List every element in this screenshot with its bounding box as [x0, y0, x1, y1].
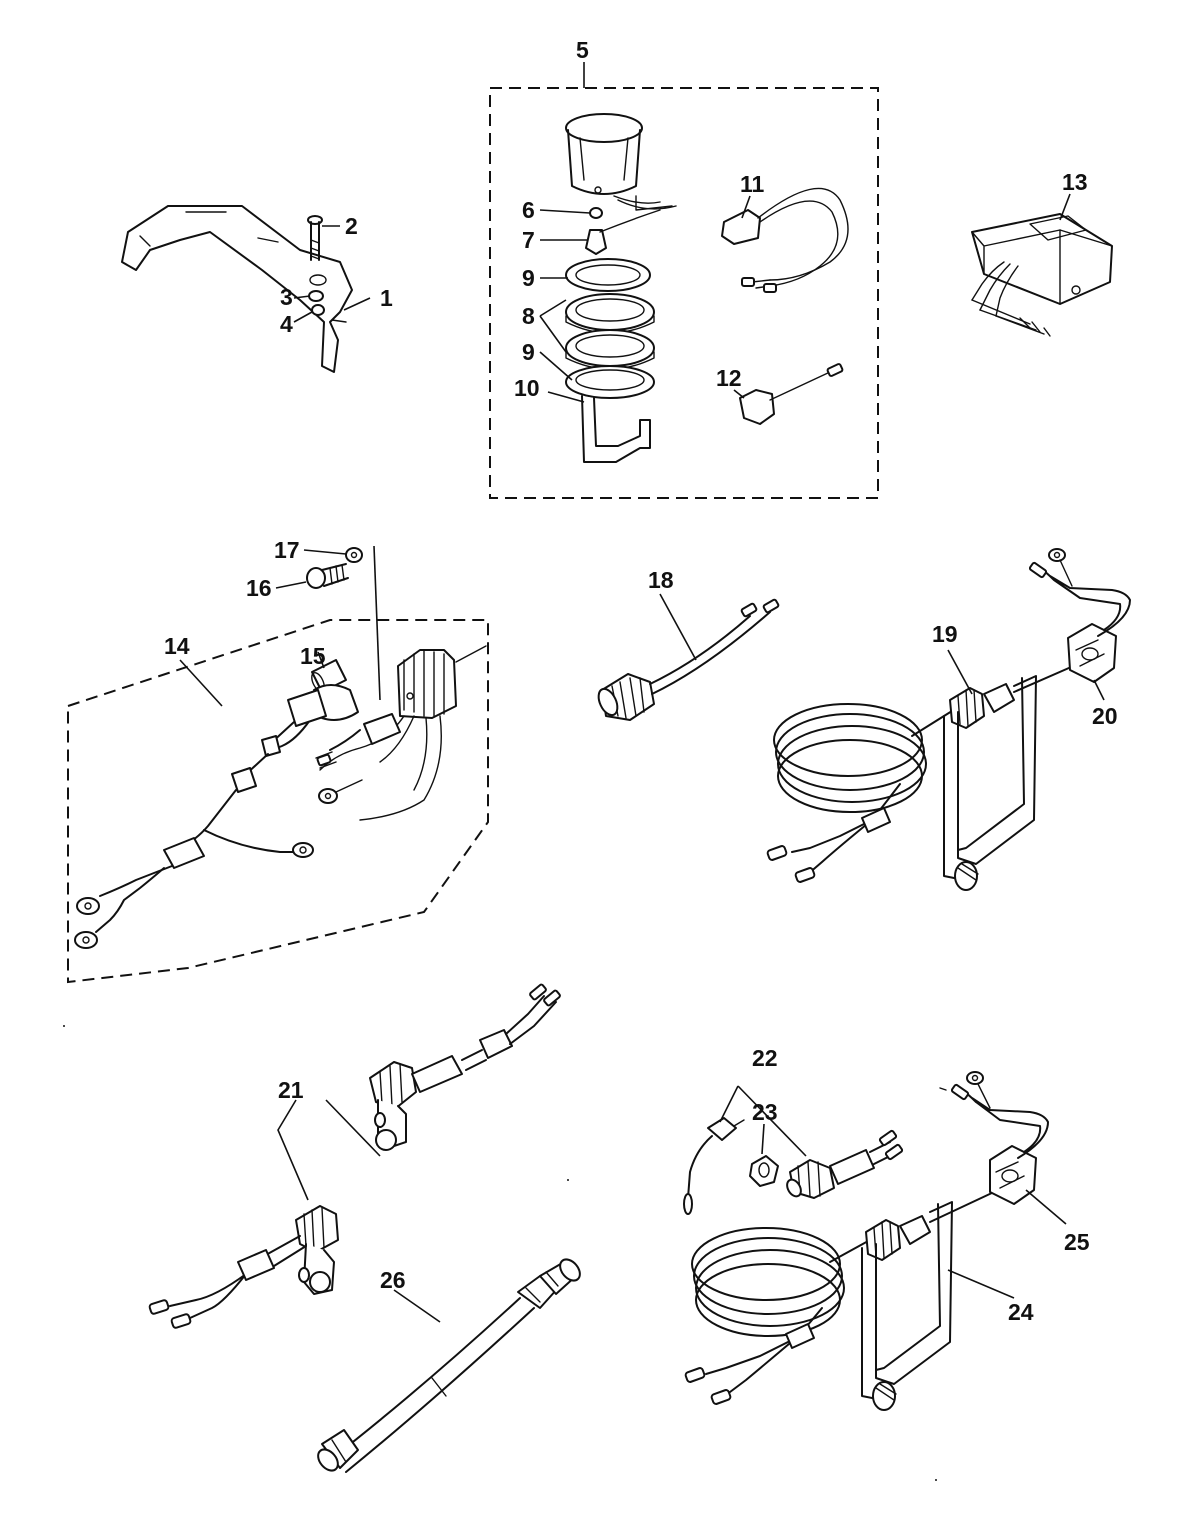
gauge: [565, 113, 677, 211]
cable-to-grommet: [1013, 663, 1079, 693]
callout-16: 16: [246, 575, 272, 601]
callout-23: 23: [752, 1099, 778, 1125]
sender-12: [739, 363, 844, 425]
leader-21: [277, 1099, 381, 1201]
gauge-bracket: [581, 395, 651, 463]
coiled-cable-24: [684, 1227, 871, 1405]
washer: [308, 290, 324, 302]
rectifier-harness: [74, 645, 487, 949]
callout-17: 17: [274, 537, 300, 563]
gasket-ring-lower: [565, 365, 655, 399]
screw-16: [306, 563, 349, 589]
callout-11: 11: [740, 171, 765, 197]
callout-6: 6: [522, 197, 535, 223]
wiring-harness-11: [721, 187, 849, 293]
callout-9b: 9: [522, 339, 535, 365]
cap-23: [749, 1155, 779, 1187]
callout-9a: 9: [522, 265, 535, 291]
bulb: [589, 207, 603, 219]
kit-14-dashed-area: [67, 619, 489, 984]
callout-7: 7: [522, 227, 535, 253]
callout-8: 8: [522, 303, 535, 329]
callout-12: 12: [716, 365, 742, 391]
control-module: [971, 213, 1113, 337]
speck: [63, 1025, 65, 1027]
callout-4: 4: [280, 311, 293, 337]
speck: [935, 1479, 937, 1481]
leader-lines: [179, 193, 1105, 1323]
gasket-ring: [565, 258, 651, 292]
callout-15: 15: [300, 643, 326, 669]
callout-19: 19: [932, 621, 958, 647]
grommet-20: [1067, 623, 1117, 683]
kit-5-dashed-box: [489, 87, 879, 499]
harness-21-right: [369, 983, 561, 1151]
connector-19: [949, 683, 1015, 729]
coiled-cable: [766, 703, 961, 883]
callout-24: 24: [1008, 1299, 1034, 1325]
extension-cable-26: [317, 1258, 581, 1473]
grommet-25: [989, 1145, 1037, 1205]
pigtail-harness-18: [597, 598, 780, 721]
connector-24: [865, 1215, 931, 1261]
washer-17: [345, 547, 363, 563]
callout-1: 1: [380, 285, 393, 311]
callout-10: 10: [514, 375, 540, 401]
sensor-22-switch: [786, 1129, 904, 1199]
callout-20: 20: [1092, 703, 1118, 729]
mounting-ring: [565, 293, 655, 370]
bolt: [307, 215, 323, 261]
callout-labels: 2 3 4 1 5 6 7 9 8 9 10 11 12 13 14 15 16…: [164, 37, 1118, 1325]
leader-22-23: [719, 1085, 807, 1157]
callout-18: 18: [648, 567, 674, 593]
retainer-bracket-19: [943, 675, 1037, 891]
callout-2: 2: [345, 213, 358, 239]
nut: [311, 304, 325, 316]
harness-branch-25: [939, 1071, 1049, 1159]
callout-26: 26: [380, 1267, 406, 1293]
harness-branch-20: [1028, 548, 1131, 637]
bulb-socket: [585, 209, 661, 255]
mounting-bracket: [121, 205, 353, 373]
callout-3: 3: [280, 284, 293, 310]
callout-13: 13: [1062, 169, 1088, 195]
sensor-22-probe: [683, 1117, 745, 1215]
harness-21-left: [148, 1205, 339, 1329]
plug-15: [311, 659, 347, 693]
callout-25: 25: [1064, 1229, 1090, 1255]
cable-to-grommet-25: [929, 1191, 995, 1223]
retainer-bracket-24: [861, 1201, 953, 1411]
callout-14: 14: [164, 633, 190, 659]
callout-22: 22: [752, 1045, 778, 1071]
speck: [567, 1179, 569, 1181]
callout-21: 21: [278, 1077, 304, 1103]
callout-5: 5: [576, 37, 589, 63]
